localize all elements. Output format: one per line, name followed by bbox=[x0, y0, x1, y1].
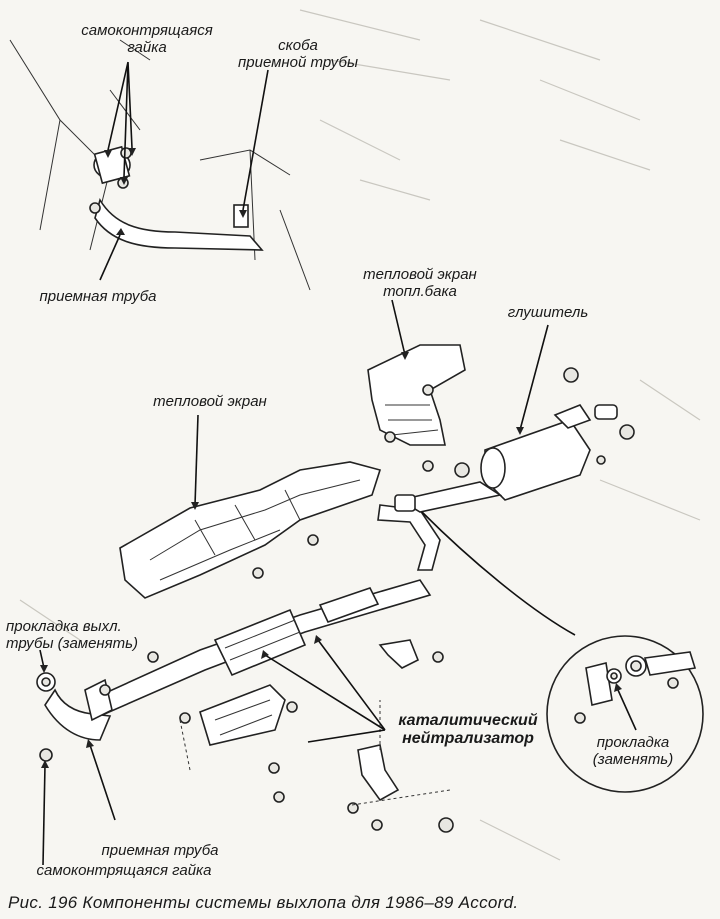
front-pipe-top bbox=[94, 197, 264, 251]
self-locking-nut-label-top: самоконтрящаяся гайка bbox=[81, 22, 213, 56]
fuel-tank-heat-shield-label: тепловой экран топл.бака bbox=[363, 266, 477, 300]
gasket-replace-label: прокладка (заменять) bbox=[592, 734, 674, 768]
exhaust-pipe-gasket-label: прокладка выхл. трубы (заменять) bbox=[6, 618, 139, 652]
pipe-bracket-label: скоба приемной трубы bbox=[238, 37, 358, 71]
fuel-tank-heat-shield-part bbox=[367, 299, 466, 472]
catalytic-converter-label: каталитический нейтрализатор bbox=[398, 712, 538, 747]
catalytic-converter-part bbox=[213, 608, 307, 677]
bracket-top bbox=[233, 204, 249, 228]
heat-shield-part bbox=[119, 414, 382, 599]
top-detail bbox=[9, 39, 311, 291]
heat-shield-label: тепловой экран bbox=[153, 393, 267, 410]
self-locking-nut-label-bottom: самоконтрящаяся гайка bbox=[36, 862, 212, 879]
front-pipe-bottom bbox=[44, 688, 112, 741]
muffler-part bbox=[454, 324, 635, 501]
front-pipe-label-bottom: приемная труба bbox=[101, 842, 219, 859]
exhaust-pipe-assembly bbox=[36, 481, 503, 866]
nut-lower bbox=[39, 748, 53, 762]
figure-caption: Рис. 196 Компоненты системы выхлопа для … bbox=[8, 893, 519, 912]
nut-top-3 bbox=[89, 202, 101, 214]
background-ghosts bbox=[19, 9, 701, 861]
front-pipe-label-top: приемная труба bbox=[39, 288, 157, 305]
muffler-label: глушитель bbox=[507, 304, 589, 321]
gasket-inset bbox=[421, 511, 704, 793]
